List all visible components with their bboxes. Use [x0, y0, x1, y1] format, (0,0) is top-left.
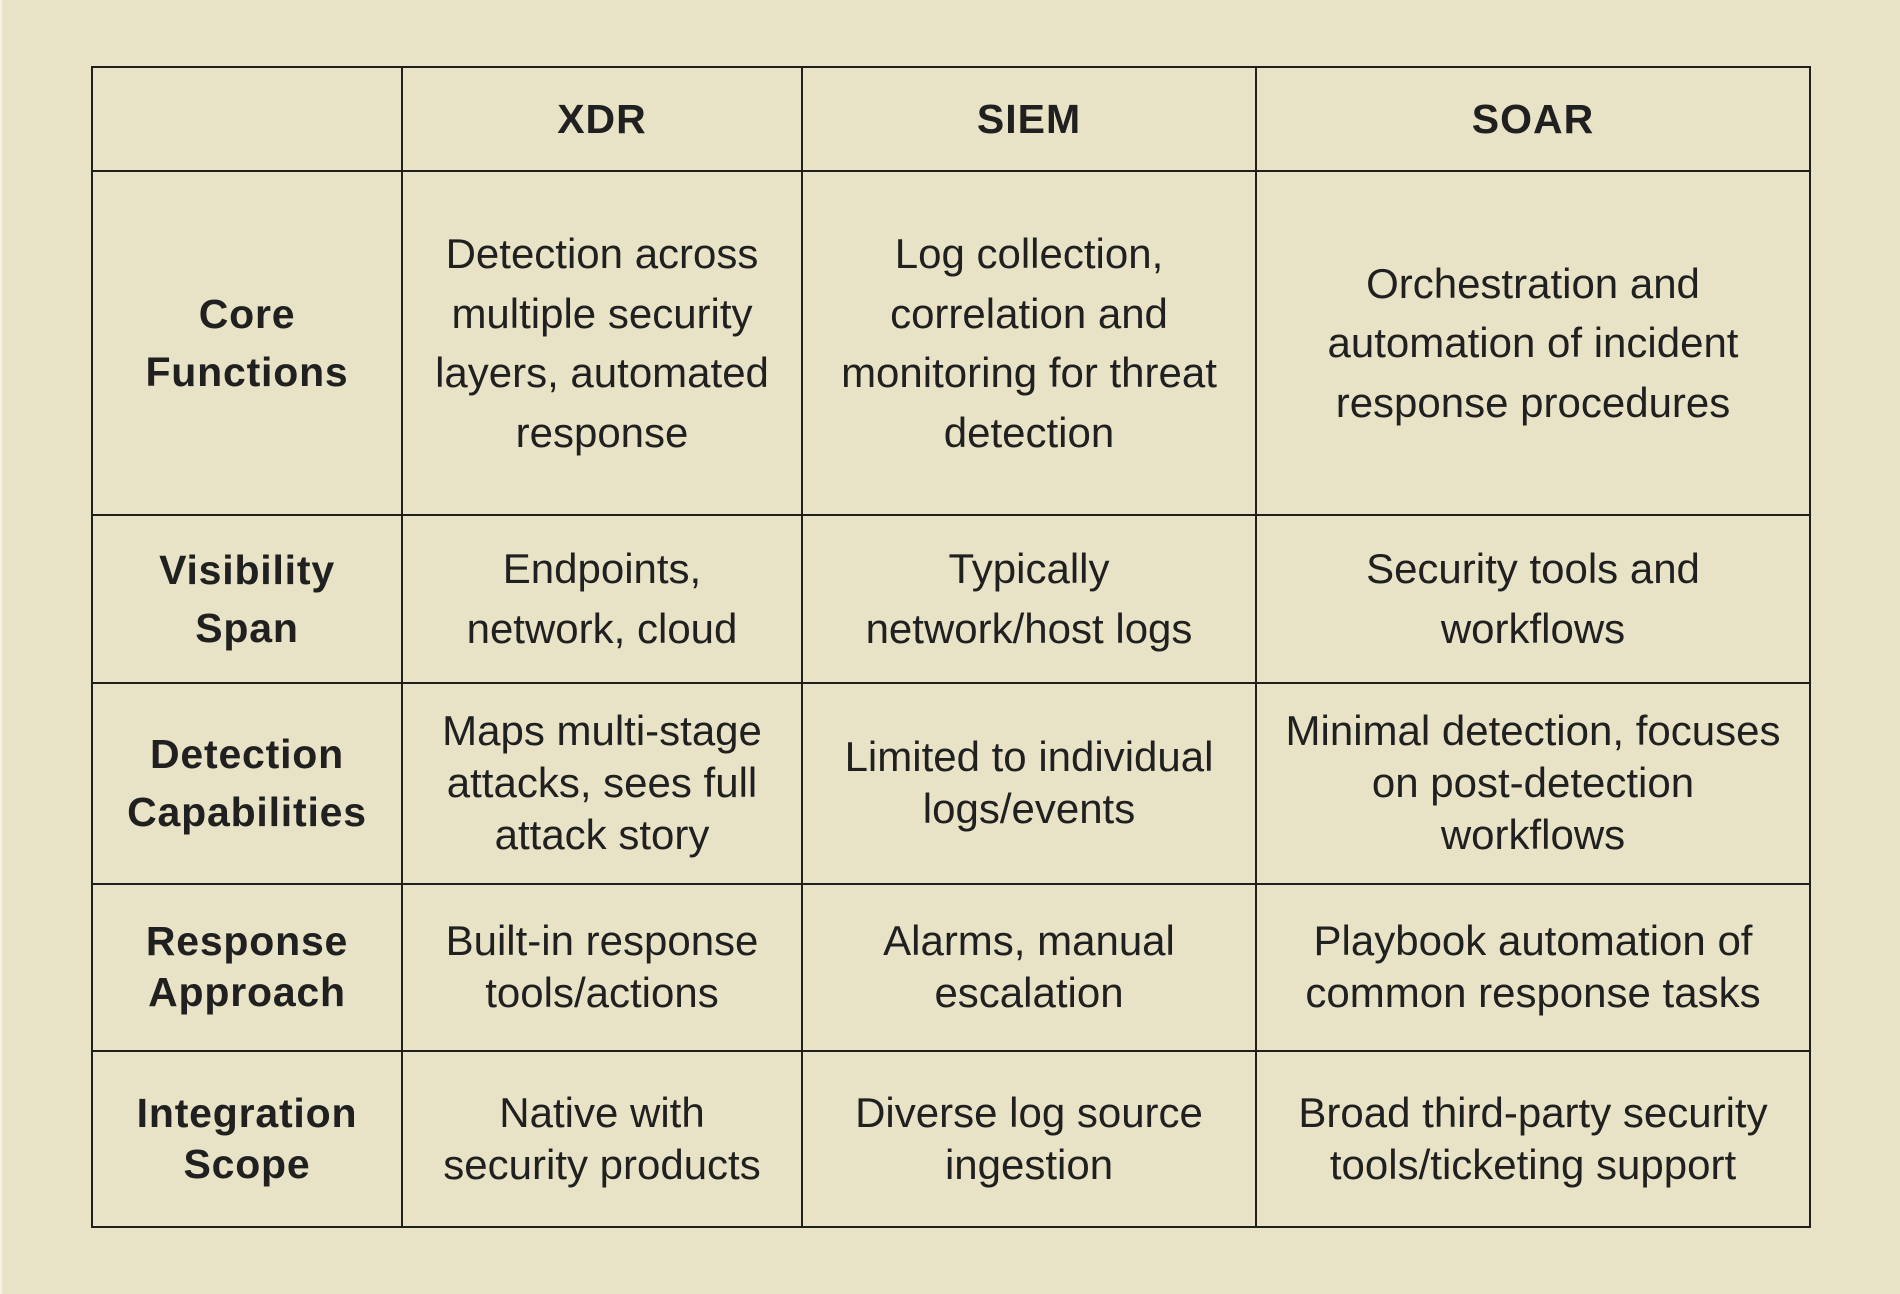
- table-row: Visibility Span Endpoints, network, clou…: [91, 514, 1811, 684]
- cell-core-functions-siem: Log collection, correlation and monitori…: [801, 170, 1257, 517]
- cell-integration-scope-soar: Broad third-party security tools/ticketi…: [1255, 1049, 1811, 1229]
- table-row: Response Approach Built-in response tool…: [91, 882, 1811, 1052]
- row-header-core-functions: Core Functions: [91, 170, 403, 517]
- table-header-row: XDR SIEM SOAR: [91, 65, 1811, 173]
- cell-response-approach-siem: Alarms, manual escalation: [801, 882, 1257, 1052]
- cell-detection-capabilities-xdr: Maps multi-stage attacks, sees full atta…: [401, 681, 803, 885]
- cell-response-approach-xdr: Built-in response tools/actions: [401, 882, 803, 1052]
- row-header-detection-capabilities: Detection Capabilities: [91, 681, 403, 885]
- cell-visibility-span-soar: Security tools and workflows: [1255, 514, 1811, 684]
- cell-detection-capabilities-siem: Limited to individual logs/events: [801, 681, 1257, 885]
- row-header-response-approach: Response Approach: [91, 882, 403, 1052]
- table-row: Integration Scope Native with security p…: [91, 1049, 1811, 1229]
- column-header-xdr: XDR: [401, 65, 803, 173]
- corner-cell: [91, 65, 403, 173]
- column-header-soar: SOAR: [1255, 65, 1811, 173]
- cell-visibility-span-siem: Typically network/host logs: [801, 514, 1257, 684]
- cell-integration-scope-xdr: Native with security products: [401, 1049, 803, 1229]
- row-header-visibility-span: Visibility Span: [91, 514, 403, 684]
- table-row: Core Functions Detection across multiple…: [91, 170, 1811, 517]
- cell-integration-scope-siem: Diverse log source ingestion: [801, 1049, 1257, 1229]
- row-header-integration-scope: Integration Scope: [91, 1049, 403, 1229]
- comparison-table: XDR SIEM SOAR Core Functions Detection a…: [91, 65, 1811, 1229]
- cell-detection-capabilities-soar: Minimal detection, focuses on post-detec…: [1255, 681, 1811, 885]
- cell-core-functions-xdr: Detection across multiple security layer…: [401, 170, 803, 517]
- cell-response-approach-soar: Playbook automation of common response t…: [1255, 882, 1811, 1052]
- cell-core-functions-soar: Orchestration and automation of incident…: [1255, 170, 1811, 517]
- column-header-siem: SIEM: [801, 65, 1257, 173]
- table-row: Detection Capabilities Maps multi-stage …: [91, 681, 1811, 885]
- cell-visibility-span-xdr: Endpoints, network, cloud: [401, 514, 803, 684]
